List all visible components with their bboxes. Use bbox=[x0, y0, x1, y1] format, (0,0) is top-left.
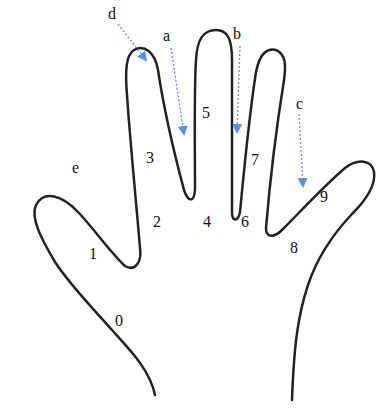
callout-label: b bbox=[233, 26, 241, 42]
leader-arrow bbox=[237, 46, 240, 132]
callout-label: 6 bbox=[241, 214, 249, 230]
leader-arrow bbox=[171, 48, 184, 134]
callout-label: 9 bbox=[320, 189, 328, 205]
callout-label: 5 bbox=[202, 105, 210, 121]
callout-label: 8 bbox=[290, 240, 298, 256]
callout-label: 4 bbox=[203, 214, 211, 230]
leader-arrow bbox=[299, 114, 303, 186]
callout-label: d bbox=[108, 6, 116, 22]
callout-label: 0 bbox=[115, 313, 123, 329]
callout-label: a bbox=[163, 28, 170, 44]
callout-label: 1 bbox=[89, 246, 97, 262]
callout-label: e bbox=[72, 160, 79, 176]
hand-outline bbox=[34, 30, 374, 400]
leader-arrow bbox=[118, 24, 146, 60]
callout-label: 3 bbox=[146, 150, 154, 166]
callout-label: c bbox=[296, 96, 303, 112]
callout-label: 7 bbox=[251, 152, 259, 168]
callout-label: 2 bbox=[153, 214, 161, 230]
